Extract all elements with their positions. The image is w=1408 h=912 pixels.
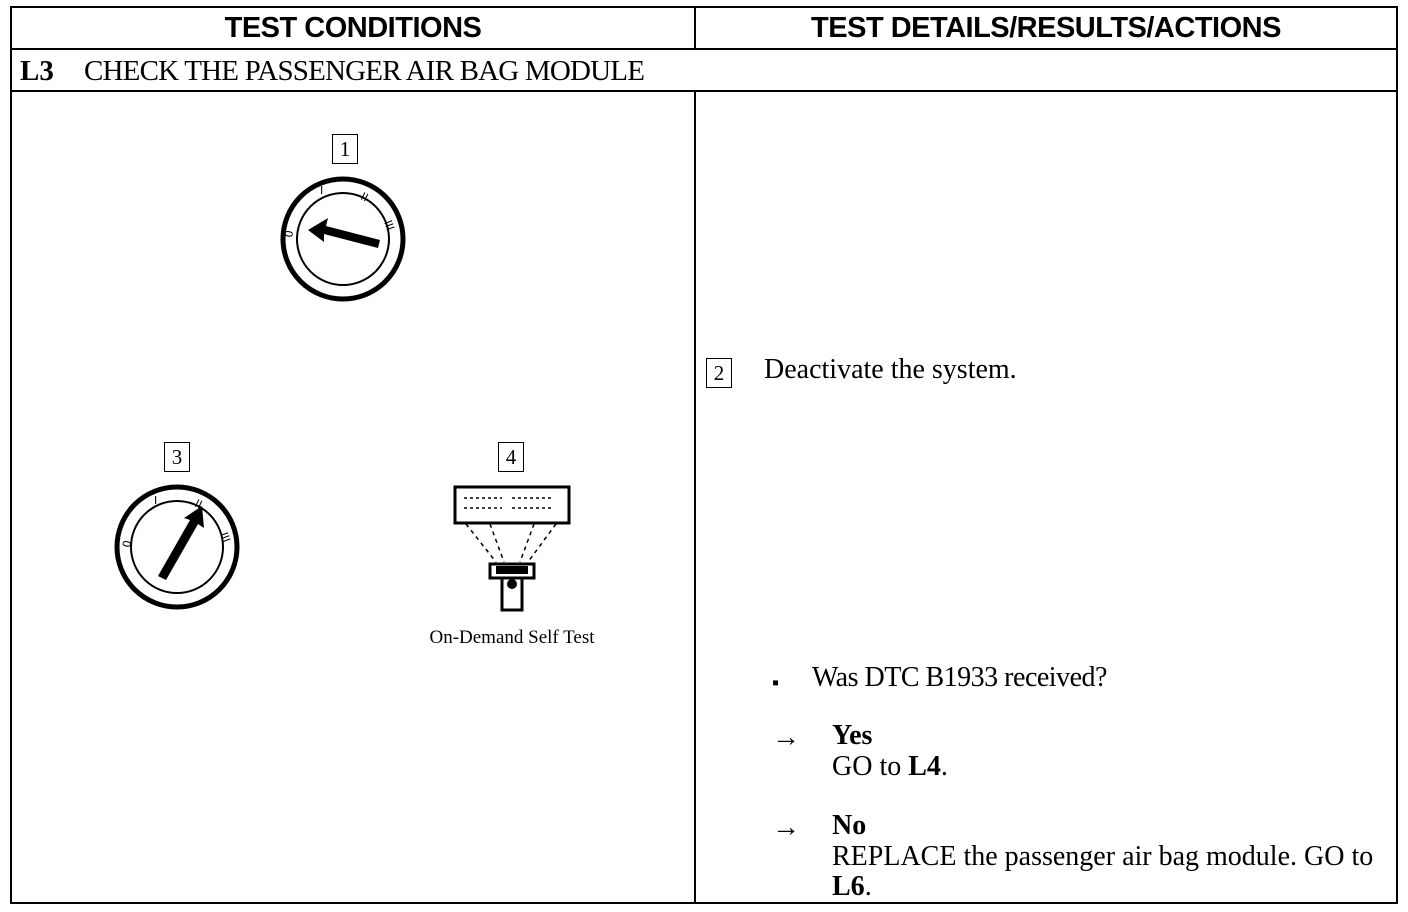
bullet-icon: ▪ [772,672,780,694]
scan-tool-icon [453,485,571,612]
diagnostic-table: TEST CONDITIONS TEST DETAILS/RESULTS/ACT… [10,6,1398,904]
step-row: L3 CHECK THE PASSENGER AIR BAG MODULE [12,50,1396,92]
answer-yes-action: GO to L4. [832,752,1392,782]
arrow-right-icon: → [772,722,800,753]
svg-text:0: 0 [282,229,296,238]
answer-no-action: REPLACE the passenger air bag module. GO… [832,842,1392,902]
answer-yes-target-link[interactable]: L4 [908,751,941,782]
ignition-switch-run-icon: 0 I II III [114,484,240,610]
step-2-number: 2 [706,358,732,388]
svg-text:III: III [381,219,397,233]
figure-4-caption: On-Demand Self Test [429,627,595,648]
header-test-conditions: TEST CONDITIONS [12,8,696,50]
svg-text:III: III [217,531,233,545]
step-title: CHECK THE PASSENGER AIR BAG MODULE [84,55,645,87]
svg-text:II: II [193,497,204,512]
figure-1-number: 1 [332,134,358,164]
answer-yes-label: Yes [832,720,873,751]
answer-no-target-link[interactable]: L6 [832,871,865,902]
answer-yes-action-prefix: GO to [832,751,909,782]
svg-text:0: 0 [120,539,134,548]
answer-no-action-suffix: . [864,871,872,902]
answer-no-label: No [832,810,867,841]
step-id: L3 [20,55,54,87]
question-text: Was DTC B1933 received? [812,662,1107,693]
figure-4-number: 4 [498,442,524,472]
svg-text:I: I [320,184,323,197]
ignition-switch-off-icon: 0 I II III [280,176,406,302]
test-conditions-column: 1 0 I II III 3 0 I II III 4 [12,92,696,902]
svg-text:II: II [359,190,370,205]
answer-no-action-prefix: REPLACE the passenger air bag module. GO… [832,841,1374,872]
header-test-details: TEST DETAILS/RESULTS/ACTIONS [696,8,1396,50]
svg-text:I: I [154,494,157,507]
test-details-column: 2 Deactivate the system. ▪ Was DTC B1933… [696,92,1396,902]
arrow-right-icon: → [772,812,800,843]
answer-yes-action-suffix: . [940,751,948,782]
figure-3-number: 3 [164,442,190,472]
step-2-instruction: Deactivate the system. [764,354,1017,385]
